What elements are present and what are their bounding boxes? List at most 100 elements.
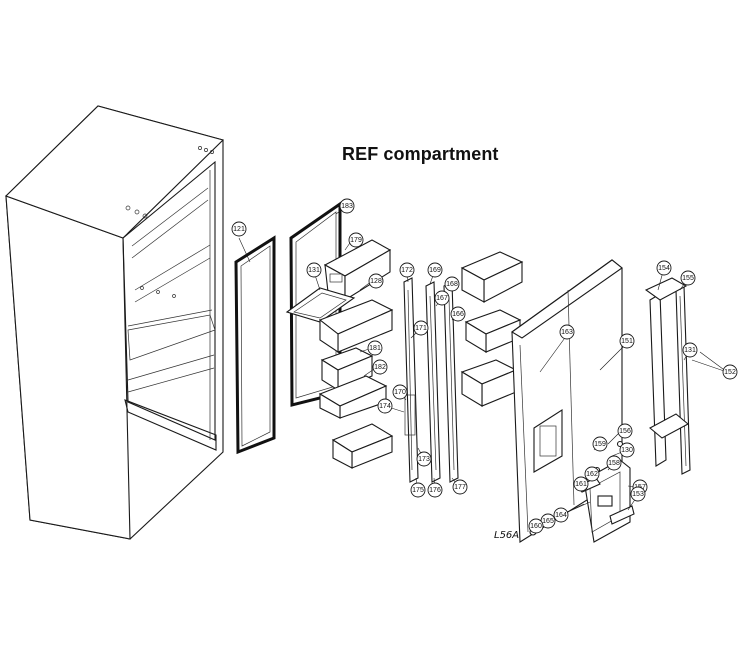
callout-circle xyxy=(656,260,672,276)
callout-circle xyxy=(367,340,383,356)
part-callout-164: 164 xyxy=(553,507,569,523)
callout-circle xyxy=(619,333,635,349)
callout-circle xyxy=(377,398,393,414)
callout-label: 131 xyxy=(684,347,696,354)
diagram-title: REF compartment xyxy=(342,144,499,164)
callout-label: 153 xyxy=(632,491,644,498)
callout-label: 181 xyxy=(369,345,381,352)
part-callout-176: 176 xyxy=(427,482,443,498)
callout-label: 152 xyxy=(724,369,736,376)
callout-label: 131 xyxy=(308,267,320,274)
callout-circle xyxy=(592,436,608,452)
part-callout-130: 130 xyxy=(619,442,635,458)
part-callout-181: 181 xyxy=(367,340,383,356)
part-callout-183: 183 xyxy=(339,198,355,214)
callout-circle xyxy=(410,482,426,498)
callout-label: 155 xyxy=(682,275,694,282)
callout-label: 183 xyxy=(341,203,353,210)
callout-label: 169 xyxy=(429,267,441,274)
callout-circle xyxy=(452,479,468,495)
door-bin-upper xyxy=(323,239,392,301)
part-callout-168: 168 xyxy=(444,276,460,292)
part-callout-177: 177 xyxy=(452,479,468,495)
door-bin-182 xyxy=(318,375,388,419)
callout-circle xyxy=(348,232,364,248)
callout-label: 176 xyxy=(429,487,441,494)
callout-circle xyxy=(630,486,646,502)
door-bin-lower xyxy=(331,423,394,469)
callout-label: 151 xyxy=(621,338,633,345)
door-bin-166 xyxy=(464,309,522,353)
part-callout-182: 182 xyxy=(372,359,388,375)
part-callout-121: 121 xyxy=(231,221,247,237)
part-callout-170: 170 xyxy=(392,384,408,400)
part-callout-128: 128 xyxy=(368,273,384,289)
callout-circle xyxy=(399,262,415,278)
callout-circle xyxy=(680,270,696,286)
callout-circle xyxy=(682,342,698,358)
callout-label: 165 xyxy=(542,518,554,525)
door-shelf-tray xyxy=(285,287,356,323)
callout-label: 170 xyxy=(394,389,406,396)
callout-label: 160 xyxy=(530,523,542,530)
callout-label: 168 xyxy=(446,281,458,288)
callout-circle xyxy=(619,442,635,458)
part-callout-159: 159 xyxy=(592,436,608,452)
callout-label: 162 xyxy=(586,471,598,478)
callout-circle xyxy=(606,455,622,471)
callout-circle xyxy=(416,451,432,467)
hinge-cover xyxy=(644,277,689,439)
callout-label: 182 xyxy=(374,364,386,371)
part-callout-162: 162 xyxy=(584,466,600,482)
part-callout-154: 154 xyxy=(656,260,672,276)
part-callout-152: 152 xyxy=(722,364,738,380)
callout-circle xyxy=(528,518,544,534)
part-callout-153: 153 xyxy=(630,486,646,502)
mullion-bar-left xyxy=(403,277,419,483)
callout-circle xyxy=(427,482,443,498)
callout-circle xyxy=(434,290,450,306)
callout-label: 174 xyxy=(379,403,391,410)
callout-label: 128 xyxy=(370,278,382,285)
part-callout-166: 166 xyxy=(450,306,466,322)
door-bin-168 xyxy=(460,251,524,303)
callout-circle xyxy=(413,320,429,336)
part-callout-167: 167 xyxy=(434,290,450,306)
callout-label: 158 xyxy=(608,460,620,467)
door-handle xyxy=(675,285,691,475)
handwritten-part-note: L56A xyxy=(494,530,519,541)
callout-circle xyxy=(339,198,355,214)
callout-label: 156 xyxy=(619,428,631,435)
part-callout-161: 161 xyxy=(573,476,589,492)
callout-label: 172 xyxy=(401,267,413,274)
callout-circle xyxy=(427,262,443,278)
callout-label: 171 xyxy=(415,325,427,332)
mullion-bar-center xyxy=(425,281,441,483)
callout-circle xyxy=(584,466,600,482)
callout-label: 167 xyxy=(436,295,448,302)
part-callout-163: 163 xyxy=(559,324,575,340)
door-bin-middle xyxy=(318,299,394,354)
callout-label: 159 xyxy=(594,441,606,448)
callout-circle xyxy=(368,273,384,289)
callout-label: 130 xyxy=(621,447,633,454)
callout-label: 163 xyxy=(561,329,573,336)
callout-circle xyxy=(722,364,738,380)
part-callout-179: 179 xyxy=(348,232,364,248)
cabinet-body xyxy=(4,105,225,540)
callout-circle xyxy=(444,276,460,292)
callout-label: 166 xyxy=(452,311,464,318)
part-callout-171: 171 xyxy=(413,320,429,336)
door-bin-lower-right xyxy=(460,359,518,407)
door-trim-strip xyxy=(649,293,667,467)
callout-circle xyxy=(573,476,589,492)
callout-label: 179 xyxy=(350,237,362,244)
callout-label: 164 xyxy=(555,512,567,519)
part-callout-160: 160 xyxy=(528,518,544,534)
part-callout-175: 175 xyxy=(410,482,426,498)
part-callout-155: 155 xyxy=(680,270,696,286)
callout-label: 175 xyxy=(412,487,424,494)
callout-circle xyxy=(450,306,466,322)
part-callout-169: 169 xyxy=(427,262,443,278)
